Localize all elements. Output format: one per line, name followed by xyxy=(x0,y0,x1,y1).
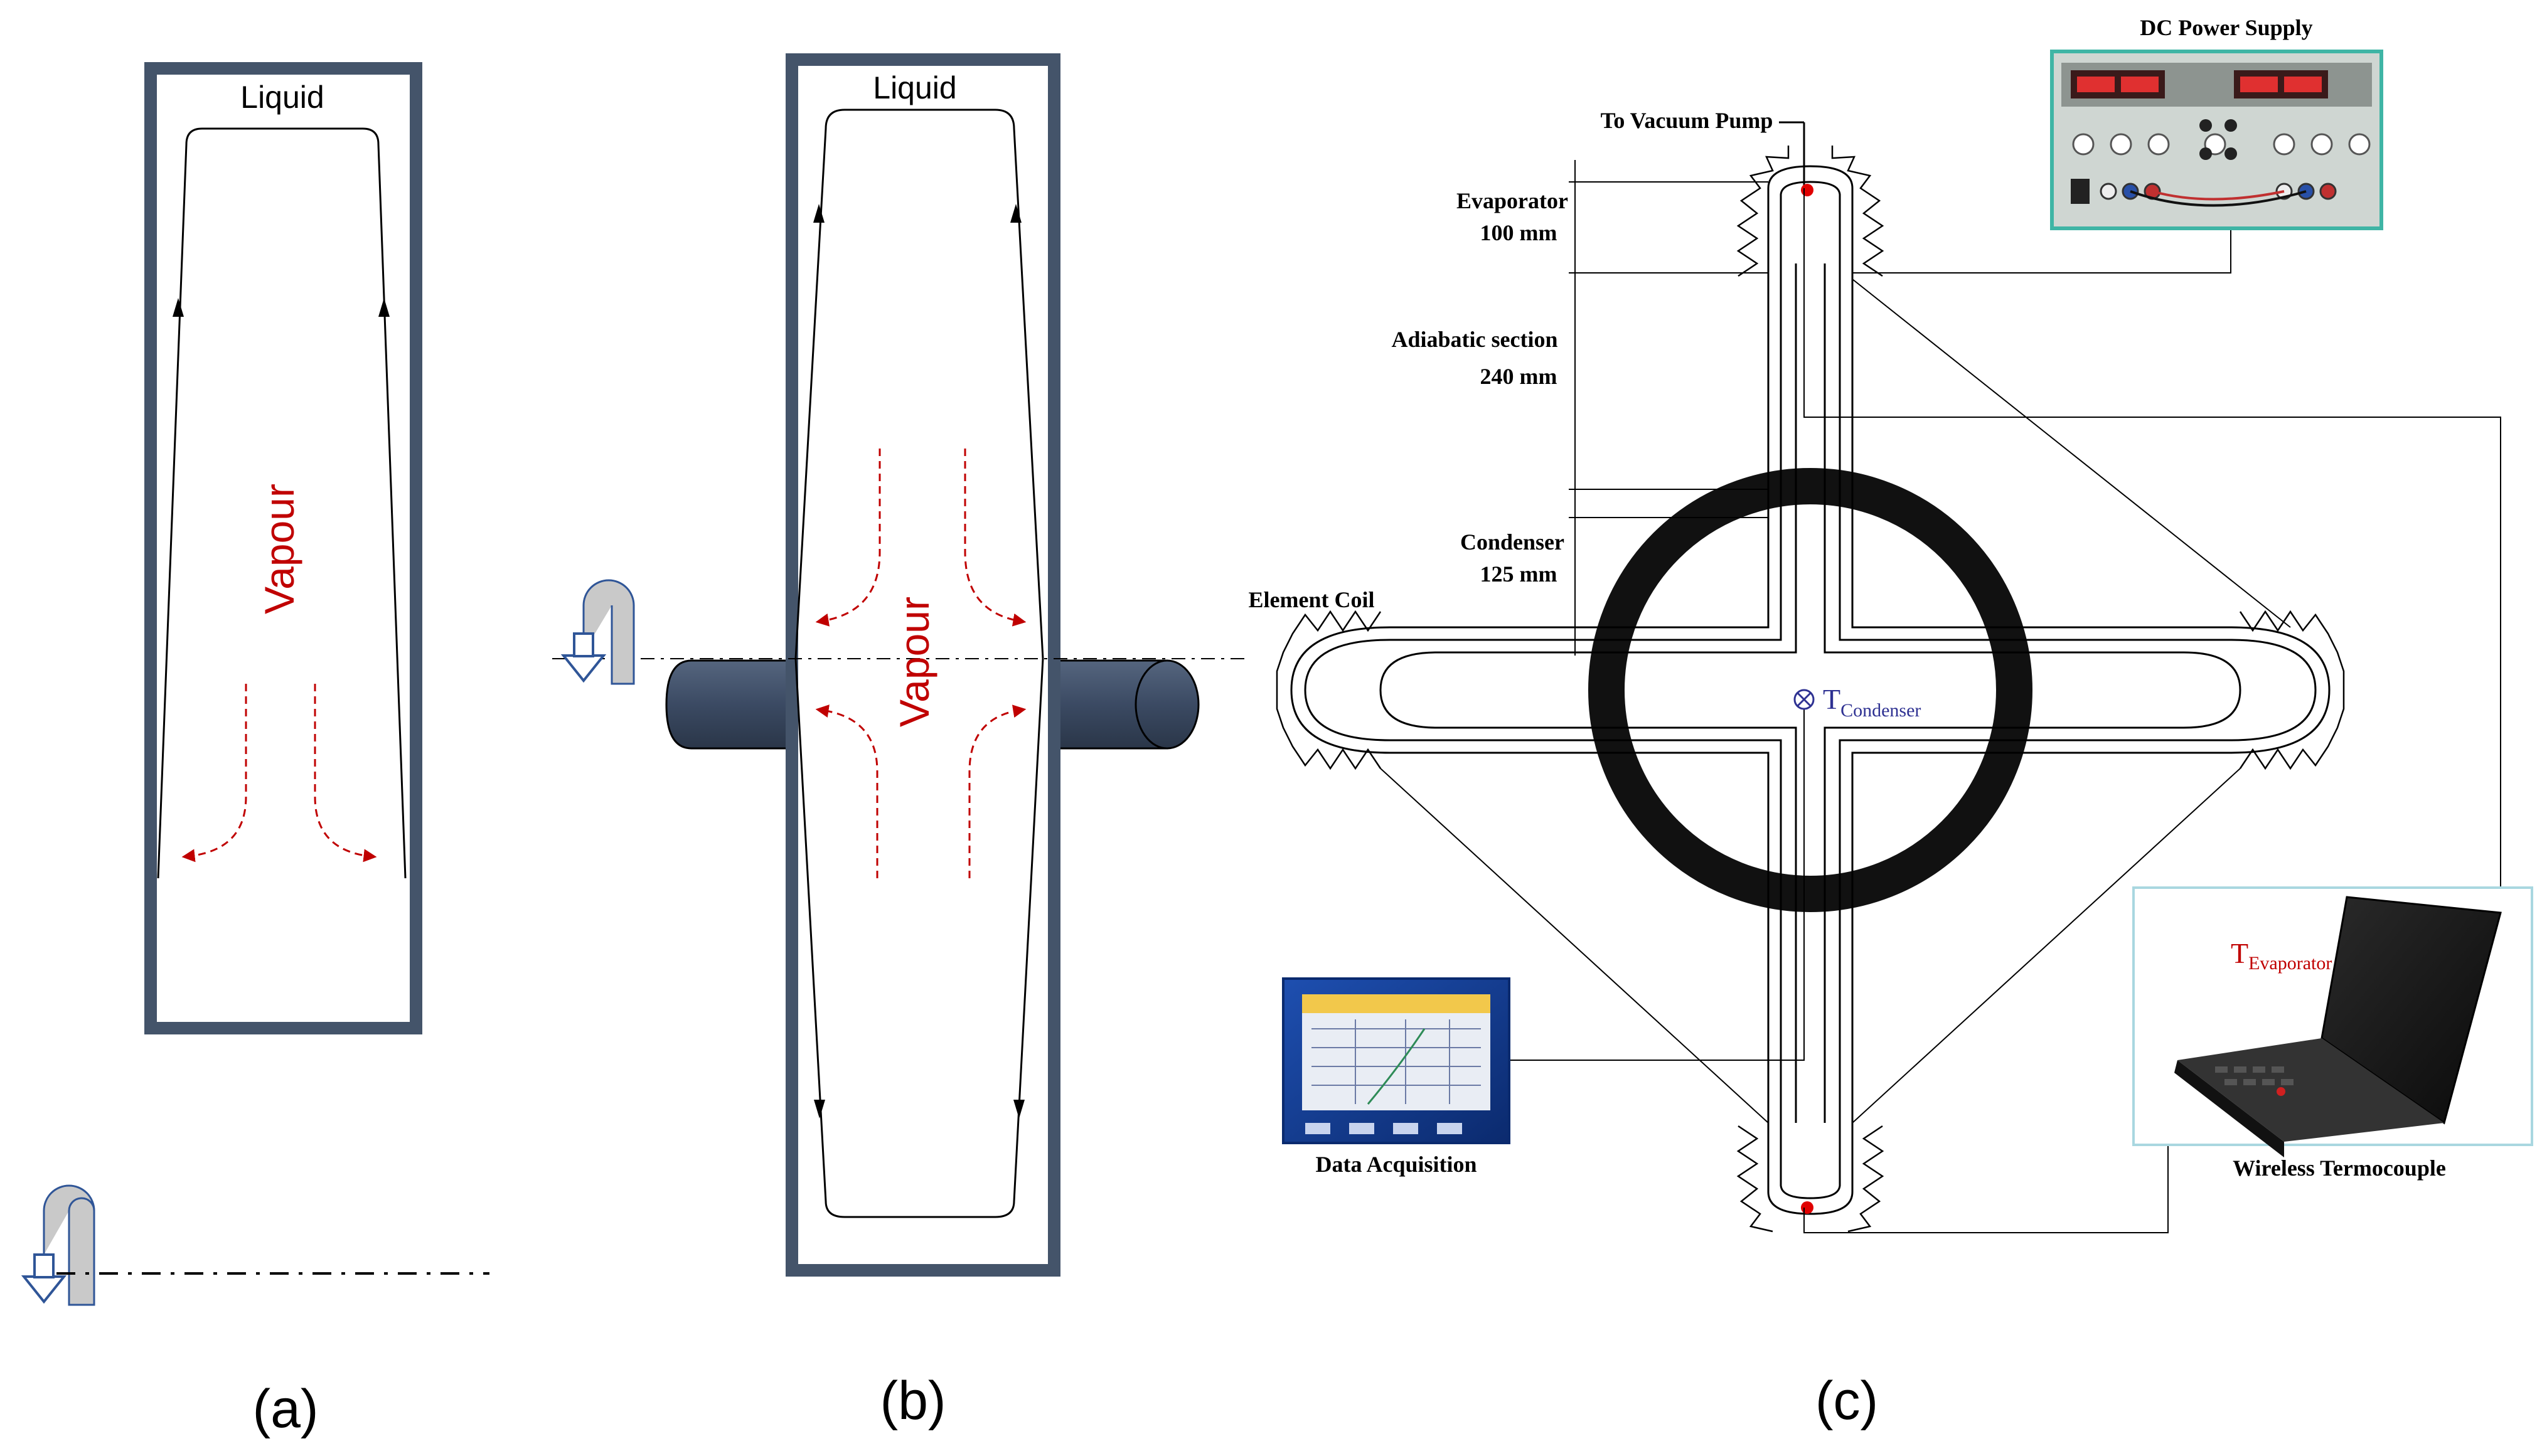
panel-a-liquid-film-path xyxy=(157,127,407,879)
panel-c-vacuum-port-dot xyxy=(1801,184,1813,196)
panel-c-element-coil-bottom xyxy=(1736,1125,1884,1233)
panel-b-frame xyxy=(786,53,1060,1277)
panel-c-dc-power-supply-label: DC Power Supply xyxy=(2140,15,2312,40)
panel-c-adiabatic-label: Adiabatic section xyxy=(1392,327,1558,352)
panel-c-wireless-label: Wireless Termocouple xyxy=(2233,1156,2446,1181)
panel-a-vapour-label: Vapour xyxy=(256,484,302,614)
panel-c-data-acquisition-label: Data Acquisition xyxy=(1315,1152,1477,1177)
panel-b-liquid-film-path xyxy=(794,109,1044,1218)
panel-c: TCondenser xyxy=(1249,15,2533,1431)
panel-b-flow-arrow-top-right xyxy=(1010,204,1022,223)
panel-b-vapour-flow-lower-right xyxy=(968,704,1027,878)
panel-c-element-coil-right xyxy=(2239,610,2345,770)
panel-b: Liquid Vapour (b) xyxy=(552,53,1249,1431)
t-condenser-sub: Condenser xyxy=(1840,700,1921,721)
panel-b-flow-arrow-bottom-right xyxy=(1013,1100,1025,1119)
panel-c-evaporator-label: Evaporator xyxy=(1456,188,1568,213)
panel-c-condenser-label: Condenser xyxy=(1460,529,1564,555)
panel-a-liquid-label: Liquid xyxy=(240,80,324,115)
panel-c-t-evaporator: TEvaporator xyxy=(2231,937,2332,974)
panel-c-wiring xyxy=(1380,188,2501,1233)
panel-c-data-acquisition-device xyxy=(1282,977,1510,1144)
panel-a: Liquid Vapour (a) xyxy=(21,62,489,1439)
panel-a-rotation-arrow-icon xyxy=(21,1184,95,1306)
panel-a-flow-arrow-left xyxy=(173,298,184,317)
t-condenser-main: T xyxy=(1823,683,1840,715)
panel-b-flow-arrow-top-left xyxy=(813,204,825,223)
panel-b-rotation-arrow-icon xyxy=(560,579,635,685)
panel-a-frame xyxy=(144,62,422,1034)
panel-b-flow-arrow-bottom-left xyxy=(814,1100,825,1119)
panel-c-laptop-device xyxy=(2132,886,2533,1157)
panel-a-vapour-flow-right xyxy=(314,684,377,863)
panel-c-evaporator-length: 100 mm xyxy=(1480,220,1557,245)
panel-c-caption: (c) xyxy=(1815,1371,1878,1431)
panel-c-condenser-length: 125 mm xyxy=(1480,561,1557,587)
panel-a-flow-arrow-right xyxy=(378,298,390,317)
panel-c-heat-pipe-loop xyxy=(1290,165,2331,1215)
t-evaporator-sub: Evaporator xyxy=(2248,953,2332,974)
panel-b-vapour-label: Vapour xyxy=(891,597,937,727)
panel-c-adiabatic-length: 240 mm xyxy=(1480,364,1557,389)
panel-c-dc-power-supply xyxy=(2050,50,2383,230)
panel-c-vacuum-pump-label: To Vacuum Pump xyxy=(1601,108,1773,133)
panel-b-caption: (b) xyxy=(880,1371,946,1431)
panel-c-wheel-ring xyxy=(1588,468,2032,912)
panel-c-thermocouple-condenser: TCondenser xyxy=(1793,683,1921,721)
panel-a-vapour-flow-left xyxy=(181,684,247,863)
panel-c-element-coil-label: Element Coil xyxy=(1249,587,1375,612)
panel-c-bottom-thermocouple-dot xyxy=(1801,1201,1813,1214)
panel-c-dimension-lines xyxy=(1569,160,1768,656)
panel-b-shaft xyxy=(665,659,1200,750)
panel-b-vapour-flow-upper-left xyxy=(815,449,881,627)
panel-a-caption: (a) xyxy=(252,1379,318,1439)
panel-c-element-coil-top xyxy=(1736,146,1884,277)
panel-c-element-coil-left xyxy=(1276,610,1382,770)
t-evaporator-main: T xyxy=(2231,937,2248,969)
svg-text:TCondenser: TCondenser xyxy=(1823,683,1921,721)
panel-b-liquid-label: Liquid xyxy=(873,70,956,105)
